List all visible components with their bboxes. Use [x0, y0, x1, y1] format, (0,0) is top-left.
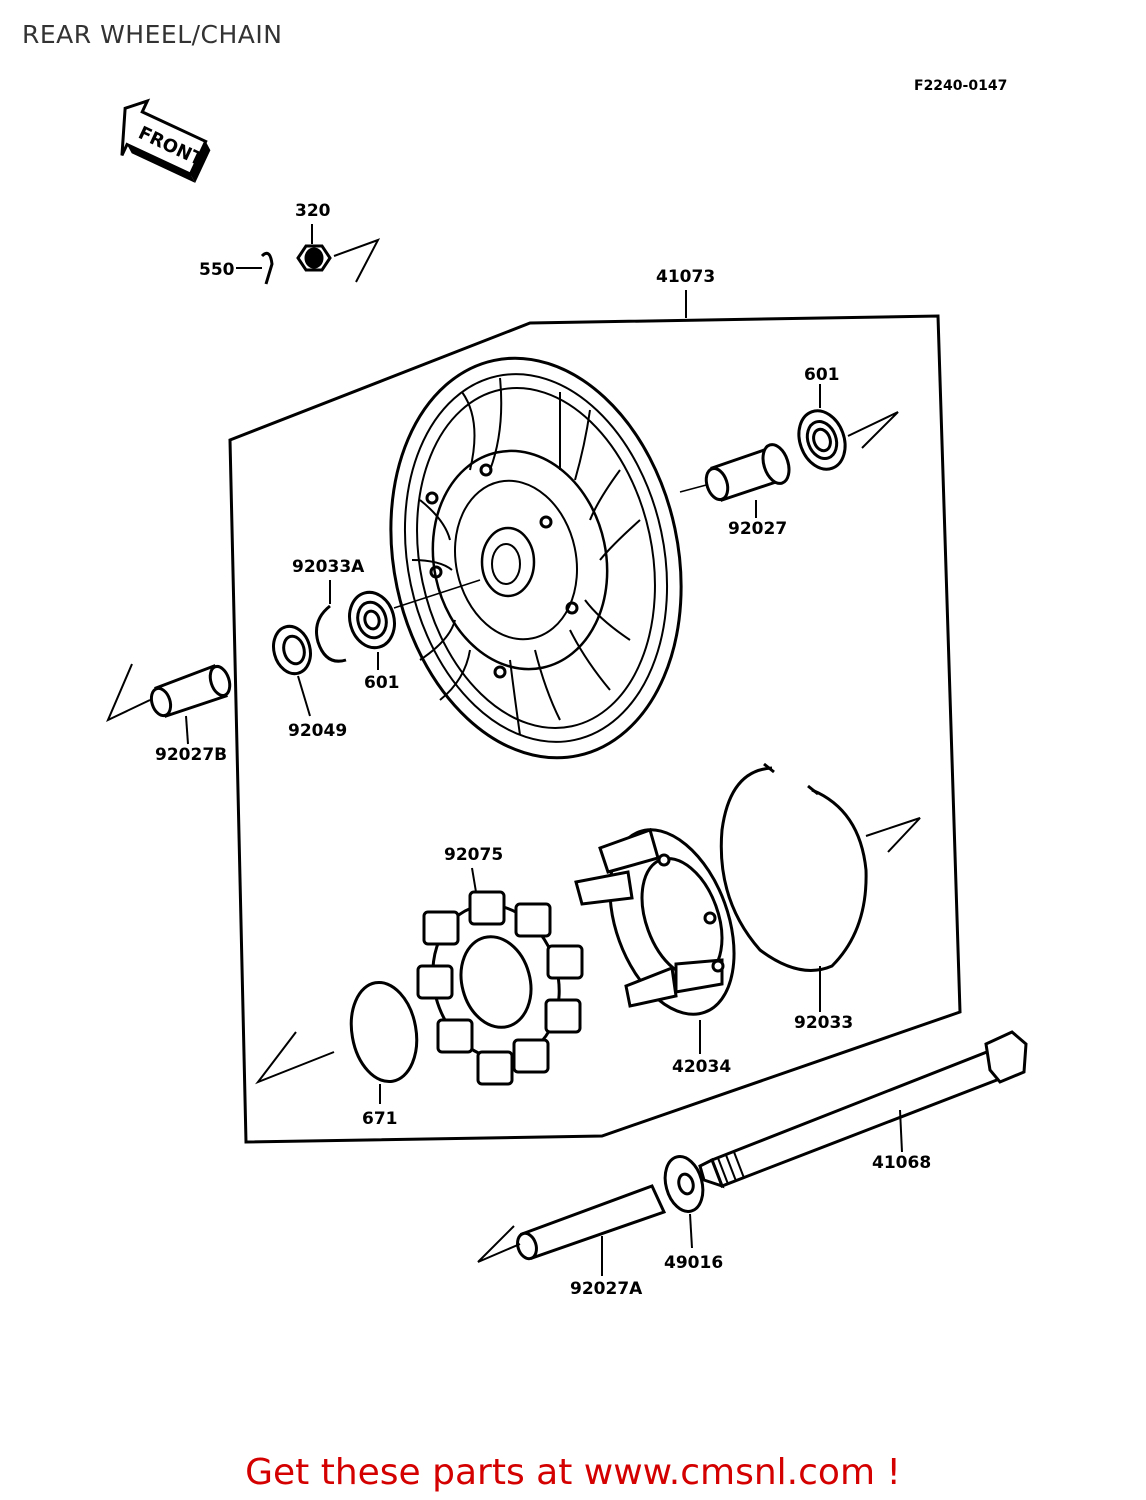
- left-collar: [149, 664, 232, 718]
- right-bearing: [797, 409, 847, 471]
- large-circlip: [719, 766, 868, 972]
- o-ring: [349, 980, 419, 1084]
- part-label-92027b: 92027B: [155, 745, 227, 765]
- oil-seal: [272, 624, 312, 676]
- diagram-code: F2240-0147: [914, 78, 1007, 94]
- rear-wheel-rim: [389, 356, 711, 760]
- sprocket-coupling: [574, 828, 736, 1016]
- part-label-550: 550: [199, 260, 235, 280]
- part-label-601-right: 601: [804, 365, 840, 385]
- part-label-671: 671: [362, 1109, 398, 1129]
- part-label-92033a: 92033A: [292, 557, 365, 577]
- page-title: REAR WHEEL/CHAIN: [22, 20, 283, 49]
- part-label-41068: 41068: [872, 1153, 931, 1173]
- front-arrow-icon: FRONT: [120, 98, 211, 183]
- part-label-41073: 41073: [656, 267, 715, 287]
- hub-damper: [416, 890, 584, 1086]
- axle-nut: [296, 244, 332, 272]
- part-label-92049: 92049: [288, 721, 347, 741]
- part-label-49016: 49016: [664, 1253, 723, 1273]
- part-label-92033: 92033: [794, 1013, 853, 1033]
- cotter-pin: [260, 251, 274, 285]
- circlip: [315, 604, 347, 663]
- rear-axle: [698, 1030, 1028, 1189]
- promo-banner: Get these parts at www.cmsnl.com !: [0, 1452, 1146, 1493]
- part-label-601-left: 601: [364, 673, 400, 693]
- axle-collar: [516, 1184, 667, 1261]
- part-label-320: 320: [295, 201, 331, 221]
- right-collar: [704, 443, 791, 502]
- part-label-92027: 92027: [728, 519, 787, 539]
- part-label-42034: 42034: [672, 1057, 731, 1077]
- left-bearing: [348, 590, 396, 650]
- part-label-92075: 92075: [444, 845, 503, 865]
- wheel-assembly-outline: [228, 314, 962, 1144]
- promo-link[interactable]: Get these parts at www.cmsnl.com !: [245, 1452, 901, 1493]
- part-label-92027a: 92027A: [570, 1279, 643, 1299]
- axle-washer: [663, 1155, 705, 1213]
